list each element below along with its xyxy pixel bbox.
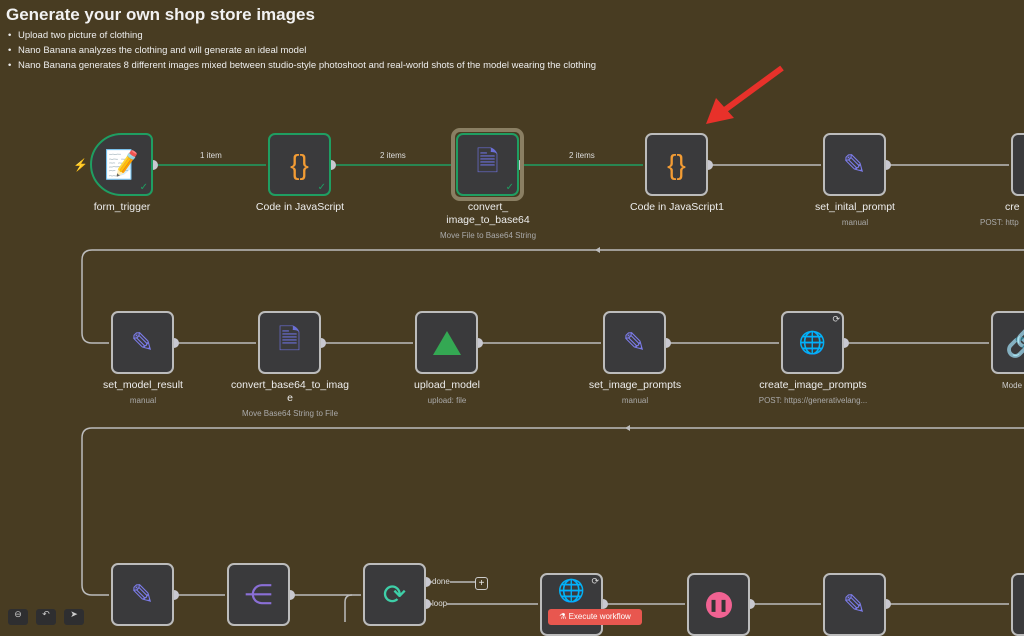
node-wait[interactable]: ❚❚: [687, 573, 750, 636]
connections: ⚡: [73, 65, 1024, 622]
form-icon: 📝: [104, 149, 139, 180]
retry-icon: ⟳: [832, 314, 840, 324]
loop-icon: ⟳: [382, 579, 407, 610]
node-loop-over-items[interactable]: ⟳: [363, 563, 426, 626]
node-convert-image-to-base64[interactable]: 🗎✓: [456, 133, 519, 196]
node-subtitle: manual: [129, 396, 157, 405]
node-label: Code in JavaScript: [255, 201, 345, 213]
node-create-image-prompts[interactable]: 🌐⟳: [781, 311, 844, 374]
node-subtitle: POST: http: [980, 218, 1019, 227]
node-set-initial-prompt[interactable]: ✎: [823, 133, 886, 196]
node-partial[interactable]: [1011, 573, 1024, 636]
label-text: set_model_result: [103, 379, 183, 391]
label-text: upload_model: [414, 379, 480, 391]
trigger-bolt-icon: ⚡: [73, 158, 88, 172]
label-text: set_image_prompts: [588, 379, 682, 391]
pencil-icon: ✎: [130, 579, 155, 610]
node-label: form_trigger: [93, 201, 151, 213]
edge-label: 2 items: [380, 151, 406, 160]
flask-icon: ⚗: [559, 612, 569, 621]
pencil-icon: ✎: [130, 327, 155, 358]
node-upload-model[interactable]: [415, 311, 478, 374]
red-annotation-arrow: [706, 65, 784, 124]
node-subtitle: Move Base64 String to File: [241, 409, 339, 418]
add-node-button[interactable]: +: [475, 577, 488, 590]
node-split-out[interactable]: ⋲: [227, 563, 290, 626]
node-create-partial[interactable]: [1011, 133, 1024, 196]
node-subtitle: upload: file: [427, 396, 467, 405]
node-subtitle: POST: https://generativelang...: [758, 396, 868, 405]
node-code-in-javascript1[interactable]: {}: [645, 133, 708, 196]
bullet: Nano Banana generates 8 different images…: [6, 60, 596, 71]
node-set-image-prompts[interactable]: ✎: [603, 311, 666, 374]
execute-label: Execute workflow: [568, 612, 631, 621]
node-code-in-javascript[interactable]: {}✓: [268, 133, 331, 196]
zoom-fit-button[interactable]: ⊖: [8, 609, 28, 625]
node-chain-link[interactable]: 🔗: [991, 311, 1024, 374]
node-subtitle: Move File to Base64 String: [439, 231, 537, 240]
pencil-icon: ✎: [842, 589, 867, 620]
edge-label: 1 item: [200, 151, 222, 160]
google-drive-icon: [432, 330, 461, 355]
node-set-fields[interactable]: ✎: [111, 563, 174, 626]
edge-label-loop: loop: [432, 599, 448, 608]
edge-label: 2 items: [569, 151, 595, 160]
selection-frame: [451, 128, 524, 201]
code-braces-icon: {}: [667, 148, 686, 180]
pointer-tool-button[interactable]: ➤: [64, 609, 84, 625]
code-braces-icon: {}: [290, 148, 309, 180]
undo-button[interactable]: ↶: [36, 609, 56, 625]
label-text: cre: [1005, 201, 1020, 213]
label-text: set_inital_prompt: [815, 201, 895, 213]
label-text: create_image_prompts: [759, 379, 867, 391]
bullet: Upload two picture of clothing: [6, 30, 596, 41]
split-icon: ⋲: [244, 579, 273, 610]
pencil-icon: ✎: [622, 327, 647, 358]
label-text: convert_base64_to_imag e: [231, 379, 349, 404]
globe-icon: 🌐: [557, 578, 586, 603]
pencil-icon: ✎: [842, 149, 867, 180]
model-port-label: Mode: [1002, 381, 1023, 390]
node-label: convert_base64_to_imag e Move Base64 Stri…: [210, 379, 370, 420]
node-label: Code in JavaScript1: [630, 201, 724, 213]
node-set-fields-2[interactable]: ✎: [823, 573, 886, 636]
node-label: upload_model upload: file: [367, 379, 527, 407]
node-convert-base64-to-image[interactable]: 🗎: [258, 311, 321, 374]
node-subtitle: manual: [841, 218, 869, 227]
retry-icon: ⟳: [591, 576, 599, 586]
execute-workflow-button[interactable]: ⚗ Execute workflow: [548, 609, 642, 625]
node-set-model-result[interactable]: ✎: [111, 311, 174, 374]
pause-icon: ❚❚: [705, 591, 732, 618]
file-import-icon: 🗎: [278, 323, 301, 355]
file-export-icon: 🗎: [476, 145, 499, 177]
node-http-request[interactable]: 🌐⟳: [540, 573, 603, 636]
edge-label-done: done: [432, 577, 450, 586]
globe-icon: 🌐: [798, 329, 827, 355]
label-text: convert_ image_to_base64: [446, 201, 530, 226]
description-list: Upload two picture of clothing Nano Bana…: [6, 30, 596, 75]
bullet: Nano Banana analyzes the clothing and wi…: [6, 45, 596, 56]
node-subtitle: manual: [621, 396, 649, 405]
node-form-trigger[interactable]: 📝✓: [90, 133, 153, 196]
link-icon: 🔗: [1005, 327, 1024, 358]
workflow-title: Generate your own shop store images: [6, 5, 315, 24]
